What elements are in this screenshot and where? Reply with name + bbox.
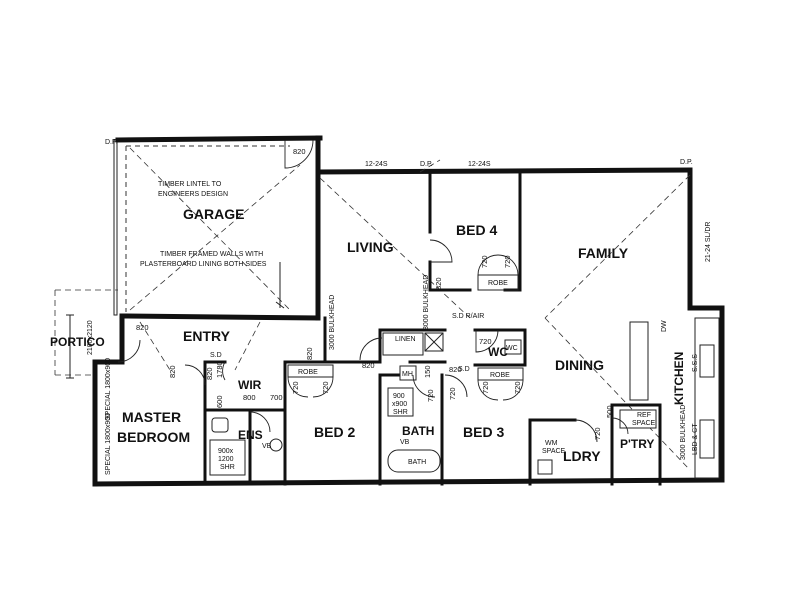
note-shower-ens-2: 1200	[218, 456, 234, 463]
label-ptry: P'TRY	[620, 437, 654, 451]
note-ref-1: REF	[637, 412, 651, 419]
label-family: FAMILY	[578, 245, 629, 261]
note-2124: 21-24 SL/DR	[705, 222, 712, 262]
dim-820-wir: 820	[205, 367, 214, 380]
note-special-2: SPECIAL 1800x900	[105, 413, 112, 475]
dim-1780: 1780	[215, 361, 224, 378]
note-dp-1: D.P.	[105, 139, 118, 146]
note-wm-2: SPACE	[542, 448, 566, 455]
note-lbd: LBD & CT	[692, 423, 699, 455]
note-shower-bath-3: SHR	[393, 409, 408, 416]
label-master-2: BEDROOM	[117, 429, 190, 445]
label-ldry: LDRY	[563, 448, 601, 464]
note-shower-ens-1: 900x	[218, 448, 234, 455]
dim-150: 150	[423, 365, 432, 378]
label-bath: BATH	[402, 424, 434, 438]
note-1224s-b: 12-24S	[468, 161, 491, 168]
dim-820-bed4: 820	[434, 277, 443, 290]
note-dp-3: D.P.	[680, 159, 693, 166]
note-sd-rair: S.D R/AIR	[452, 313, 484, 320]
dim-820-side: 820	[136, 323, 149, 332]
portico	[66, 314, 74, 379]
note-walls-1: TIMBER FRAMED WALLS WITH	[160, 251, 263, 258]
dim-720-bed3-b: 720	[513, 381, 522, 394]
dim-600-ens: 600	[215, 395, 224, 408]
outer-walls	[92, 167, 725, 487]
note-linen: LINEN	[395, 336, 416, 343]
dim-800-wir: 800	[243, 393, 256, 402]
note-bulkhead-2: 3000 BULKHEAD	[329, 295, 336, 350]
garage-area	[113, 135, 323, 321]
dim-720-bed2-b: 720	[321, 381, 330, 394]
fixtures	[209, 332, 715, 476]
dim-820-garage: 820	[293, 147, 306, 156]
label-bed2: BED 2	[314, 424, 355, 440]
dim-820-master: 820	[168, 365, 177, 378]
label-kitchen: KITCHEN	[672, 352, 686, 405]
note-wc-fixture: WC	[506, 345, 518, 352]
dim-720-bed3-a: 720	[481, 381, 490, 394]
dim-820-bath: 820	[449, 365, 462, 374]
note-1224s-a: 12-24S	[365, 161, 388, 168]
note-robe-bed2: ROBE	[298, 369, 318, 376]
label-bed3: BED 3	[463, 424, 504, 440]
label-master-1: MASTER	[122, 409, 181, 425]
note-ref-2: SPACE	[632, 420, 656, 427]
note-sd-hall: S.D	[458, 366, 470, 373]
label-wc: WC	[488, 345, 508, 359]
dim-720-bed4-a: 720	[480, 255, 489, 268]
note-bulkhead-1: 3000 BULKHEAD	[423, 275, 430, 330]
label-dining: DINING	[555, 357, 604, 373]
note-mh: MH	[402, 371, 413, 378]
dim-720-bed4-b: 720	[503, 255, 512, 268]
note-wm-1: WM	[545, 440, 558, 447]
note-shower-bath-1: 900	[393, 393, 405, 400]
note-sd-entry: S.D	[210, 352, 222, 359]
dim-720-fam: 720	[448, 387, 457, 400]
note-robe-bed3: ROBE	[490, 372, 510, 379]
note-shower-bath-2: x900	[392, 401, 407, 408]
label-living: LIVING	[347, 239, 394, 255]
note-dw: DW	[661, 320, 668, 332]
note-bath-tub: BATH	[408, 459, 426, 466]
label-entry: ENTRY	[183, 328, 231, 344]
label-wir: WIR	[238, 378, 262, 392]
dim-820-linen: 820	[362, 361, 375, 370]
label-portico: PORTICO	[50, 335, 105, 349]
note-sss: S.S.S	[692, 354, 699, 372]
dim-720-wc: 720	[479, 337, 492, 346]
label-bed4: BED 4	[456, 222, 497, 238]
note-walls-2: PLASTERBOARD LINING BOTH SIDES	[140, 261, 267, 268]
dim-820-entry: 820	[305, 347, 314, 360]
label-garage: GARAGE	[183, 206, 244, 222]
note-vb-bath: VB	[400, 439, 410, 446]
note-dp-2: D.P.	[420, 161, 433, 168]
door-swings	[117, 239, 629, 443]
note-special-1: SPECIAL 1800x900	[105, 358, 112, 420]
door-dimensions: 820 820 720 720 820 720 820 720 720 720 …	[136, 147, 614, 440]
note-vb-ens: VB	[262, 443, 272, 450]
dim-720-ldry: 720	[593, 427, 602, 440]
note-portico-dim: 2100x2120	[87, 320, 94, 355]
room-labels: GARAGE LIVING BED 4 FAMILY ENTRY PORTICO…	[50, 206, 686, 464]
dim-720-bed2-a: 720	[291, 381, 300, 394]
dim-500-ptry: 500	[605, 405, 614, 418]
dim-700-wir: 700	[270, 393, 283, 402]
roof-lines	[54, 159, 691, 471]
dim-720-bath: 720	[426, 389, 435, 402]
note-bulkhead-k: 3000 BULKHEAD	[680, 405, 687, 460]
label-ens: ENS	[238, 428, 263, 442]
internal-walls	[203, 170, 720, 486]
note-robe-bed4: ROBE	[488, 280, 508, 287]
annotations: TIMBER LINTEL TO ENGINEERS DESIGN TIMBER…	[87, 139, 712, 475]
note-lintel-2: ENGINEERS DESIGN	[158, 191, 228, 198]
note-lintel-1: TIMBER LINTEL TO	[158, 181, 222, 188]
note-shower-ens-3: SHR	[220, 464, 235, 471]
